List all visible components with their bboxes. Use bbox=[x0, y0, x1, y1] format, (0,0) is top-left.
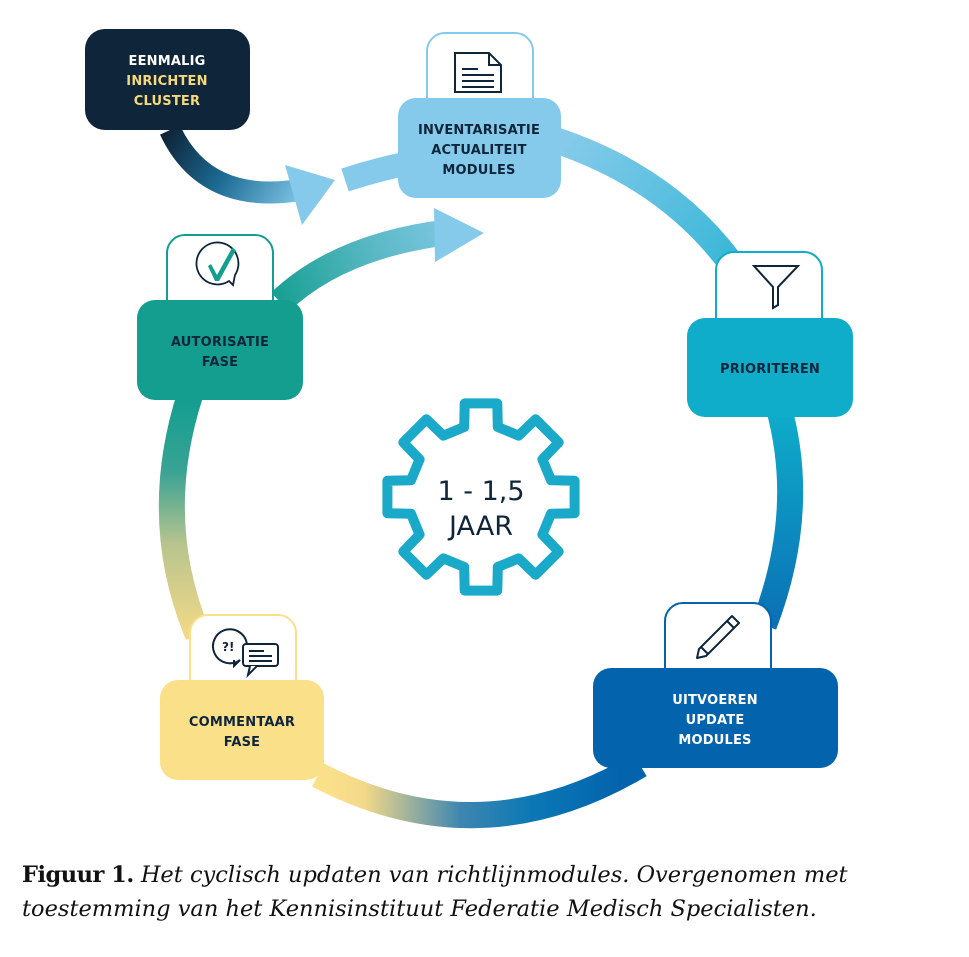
step-prioriteren: PRIORITEREN bbox=[687, 251, 853, 417]
document-icon bbox=[454, 52, 502, 93]
start-box-line-1: EENMALIG bbox=[128, 54, 205, 69]
arrow-segment-entry-stub bbox=[341, 152, 408, 192]
cycle-duration-line-2: JAAR bbox=[447, 511, 513, 542]
step-uitvoeren: UITVOEREN UPDATE MODULES bbox=[593, 602, 838, 768]
step-label-line-3: MODULES bbox=[442, 163, 515, 178]
comment-marks: ?! bbox=[222, 640, 234, 654]
figure-caption: Figuur 1. Het cyclisch updaten van richt… bbox=[22, 858, 962, 926]
arrow-segment-uitvoeren-to-commentaar bbox=[311, 753, 647, 829]
step-box bbox=[687, 318, 853, 417]
step-commentaar: ?! COMMENTAAR FASE bbox=[160, 614, 324, 780]
step-inventarisatie: INVENTARISATIE ACTUALITEIT MODULES bbox=[398, 32, 561, 198]
step-box bbox=[593, 668, 838, 768]
caption-text: Het cyclisch updaten van richtlijnmodule… bbox=[22, 862, 848, 922]
arrow-segment-commentaar-to-autorisatie bbox=[158, 391, 211, 641]
arrow-segment-autorisatie-to-inventarisatie bbox=[271, 219, 452, 312]
start-box-line-2: INRICHTEN bbox=[126, 74, 207, 89]
step-box bbox=[137, 300, 303, 400]
arrow-segment-prioriteren-to-uitvoeren bbox=[751, 401, 804, 630]
gear-icon bbox=[382, 398, 580, 596]
pencil-icon bbox=[696, 615, 740, 659]
step-label-line-1: UITVOEREN bbox=[672, 693, 758, 708]
step-label-line-2: ACTUALITEIT bbox=[431, 143, 526, 158]
step-label-line-3: MODULES bbox=[678, 733, 751, 748]
start-box-background bbox=[85, 29, 250, 130]
step-box bbox=[160, 680, 324, 780]
arrow-segment-start bbox=[160, 125, 302, 204]
arrowhead-autorisatie bbox=[434, 208, 484, 262]
step-label-line-2: FASE bbox=[202, 355, 239, 370]
step-label-line-1: INVENTARISATIE bbox=[418, 123, 540, 138]
center-cycle-duration: 1 - 1,5 JAAR bbox=[382, 398, 580, 596]
step-box bbox=[398, 98, 561, 198]
start-box-line-3: CLUSTER bbox=[134, 94, 200, 109]
cycle-duration-line-1: 1 - 1,5 bbox=[437, 476, 524, 507]
step-autorisatie: AUTORISATIE FASE bbox=[137, 234, 303, 400]
update-cycle-diagram: EENMALIG INRICHTEN CLUSTER INVENTARISATI… bbox=[85, 29, 853, 829]
step-label-line-1: COMMENTAAR bbox=[189, 715, 295, 730]
step-label-line-1: AUTORISATIE bbox=[171, 335, 269, 350]
start-box: EENMALIG INRICHTEN CLUSTER bbox=[85, 29, 250, 130]
step-label-line-2: UPDATE bbox=[686, 713, 745, 728]
caption-lead: Figuur 1. bbox=[22, 862, 134, 888]
checkmark-bubble-icon bbox=[195, 241, 240, 287]
speech-bubbles-icon: ?! bbox=[212, 628, 279, 679]
filter-funnel-icon bbox=[751, 265, 801, 310]
step-label-line-1: PRIORITEREN bbox=[720, 362, 820, 377]
arrowhead-start bbox=[285, 165, 335, 225]
step-label-line-2: FASE bbox=[224, 735, 261, 750]
